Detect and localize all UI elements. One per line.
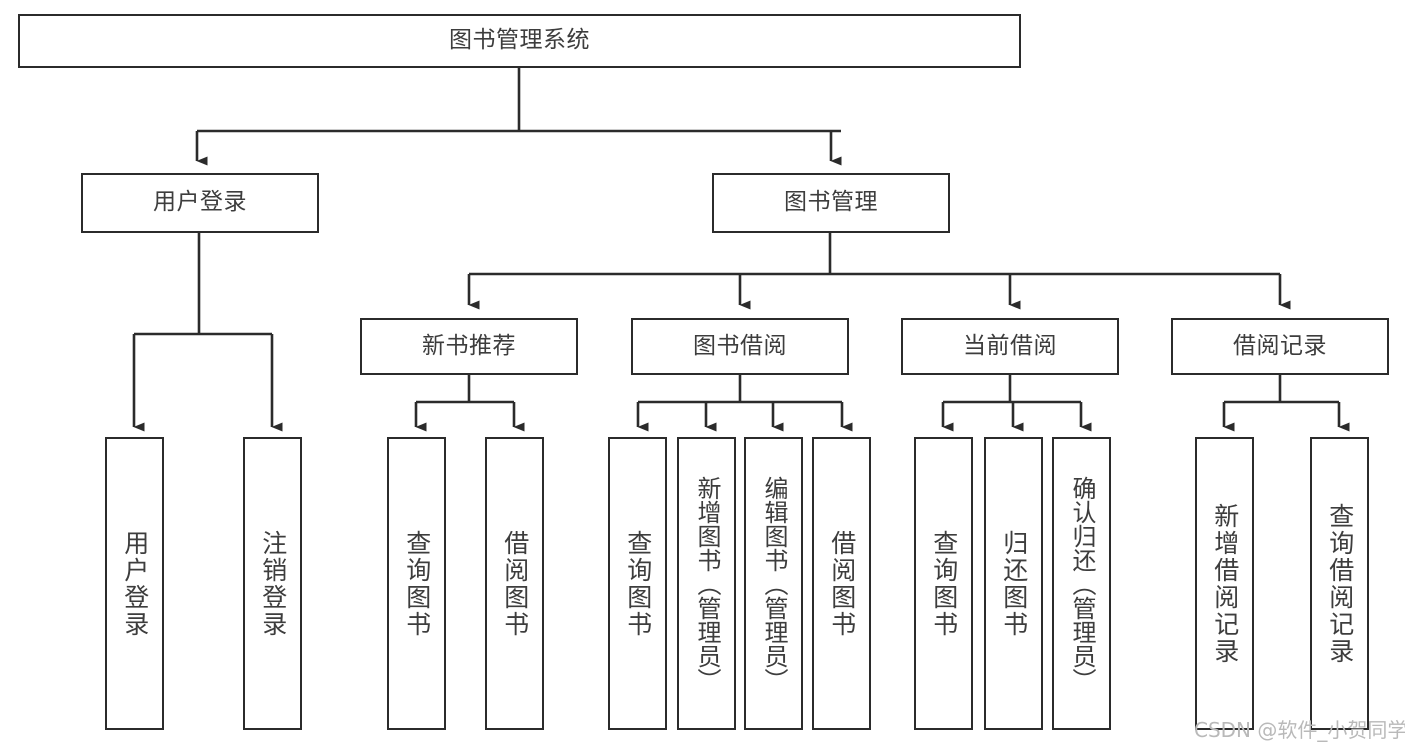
- node-user-login-label: 用户登录: [153, 189, 247, 216]
- leaf-confirm-return-admin[interactable]: 确认归还（管理员）: [1052, 437, 1111, 730]
- node-current-borrow[interactable]: 当前借阅: [901, 318, 1119, 375]
- leaf-user-login-label: 用户登录: [120, 529, 150, 638]
- leaf-query-borrow-record-label: 查询借阅记录: [1325, 502, 1355, 665]
- node-book-borrow[interactable]: 图书借阅: [631, 318, 849, 375]
- leaf-confirm-return-admin-label: 确认归还（管理员）: [1067, 475, 1096, 692]
- leaf-add-book-admin-label: 新增图书（管理员）: [692, 475, 721, 692]
- csdn-watermark: CSDN @软件_小贺同学: [1194, 718, 1405, 742]
- node-book-manage[interactable]: 图书管理: [712, 173, 950, 233]
- node-book-borrow-label: 图书借阅: [693, 332, 787, 359]
- leaf-borrow-book-newbook-label: 借阅图书: [500, 529, 530, 638]
- node-new-book-recommend-label: 新书推荐: [422, 332, 516, 359]
- leaf-edit-book-admin[interactable]: 编辑图书（管理员）: [744, 437, 803, 730]
- node-root-label: 图书管理系统: [449, 27, 590, 54]
- leaf-query-book-current[interactable]: 查询图书: [914, 437, 973, 730]
- leaf-query-book-newbook[interactable]: 查询图书: [387, 437, 446, 730]
- node-book-manage-label: 图书管理: [784, 189, 878, 216]
- leaf-query-book-newbook-label: 查询图书: [402, 529, 432, 638]
- leaf-return-book[interactable]: 归还图书: [984, 437, 1043, 730]
- leaf-add-book-admin[interactable]: 新增图书（管理员）: [677, 437, 736, 730]
- leaf-user-login[interactable]: 用户登录: [105, 437, 164, 730]
- leaf-add-borrow-record-label: 新增借阅记录: [1210, 502, 1240, 665]
- leaf-query-book-borrow-label: 查询图书: [623, 529, 653, 638]
- leaf-edit-book-admin-label: 编辑图书（管理员）: [759, 475, 788, 692]
- node-borrow-record[interactable]: 借阅记录: [1171, 318, 1389, 375]
- leaf-logout[interactable]: 注销登录: [243, 437, 302, 730]
- node-borrow-record-label: 借阅记录: [1233, 332, 1327, 359]
- leaf-query-borrow-record[interactable]: 查询借阅记录: [1310, 437, 1369, 730]
- node-root[interactable]: 图书管理系统: [18, 14, 1021, 68]
- leaf-query-book-borrow[interactable]: 查询图书: [608, 437, 667, 730]
- leaf-query-book-current-label: 查询图书: [929, 529, 959, 638]
- leaf-logout-label: 注销登录: [258, 529, 288, 638]
- leaf-return-book-label: 归还图书: [999, 529, 1029, 638]
- leaf-lend-book-label: 借阅图书: [827, 529, 857, 638]
- node-new-book-recommend[interactable]: 新书推荐: [360, 318, 578, 375]
- node-user-login[interactable]: 用户登录: [81, 173, 319, 233]
- leaf-borrow-book-newbook[interactable]: 借阅图书: [485, 437, 544, 730]
- leaf-add-borrow-record[interactable]: 新增借阅记录: [1195, 437, 1254, 730]
- node-current-borrow-label: 当前借阅: [963, 332, 1057, 359]
- leaf-lend-book[interactable]: 借阅图书: [812, 437, 871, 730]
